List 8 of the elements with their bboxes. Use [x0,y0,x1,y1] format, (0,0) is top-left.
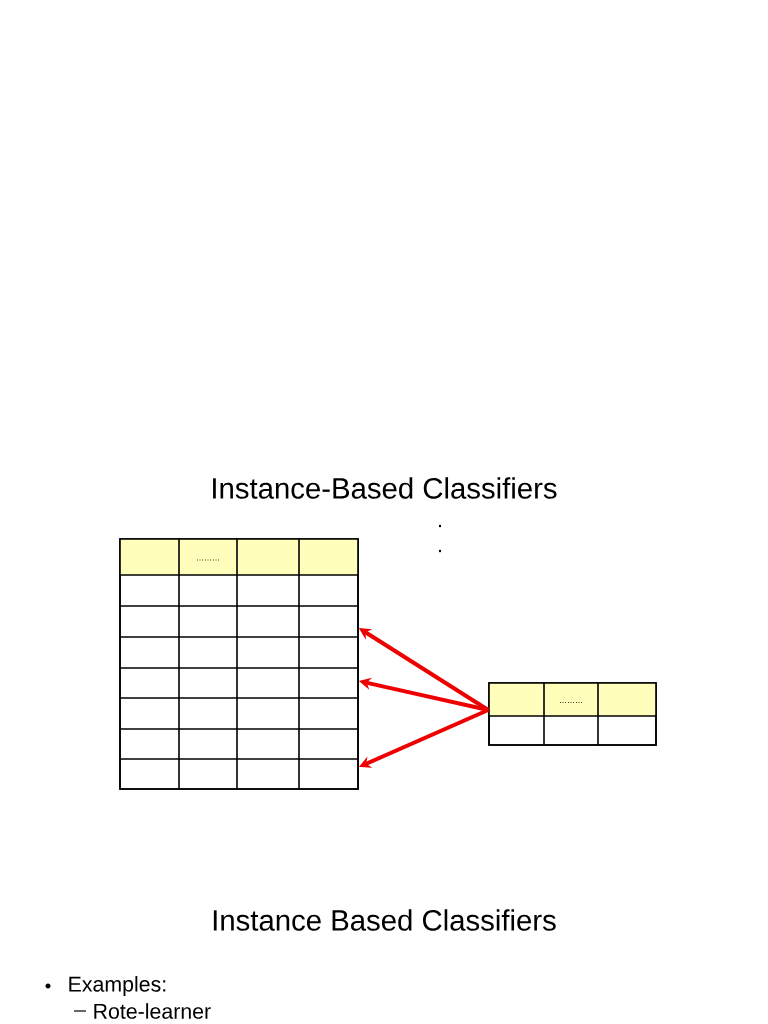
data-table: ……… [488,682,657,746]
dot-mark: . [439,524,441,528]
slide-title: Instance Based Classifiers [213,909,556,931]
dot-mark: . [439,549,441,553]
slide-title: Instance-Based Classifiers [213,477,557,499]
data-table: ……… [119,538,359,790]
sub-bullet-item: Rote-learner [94,1003,211,1019]
bullet-item: Examples: [69,976,166,996]
